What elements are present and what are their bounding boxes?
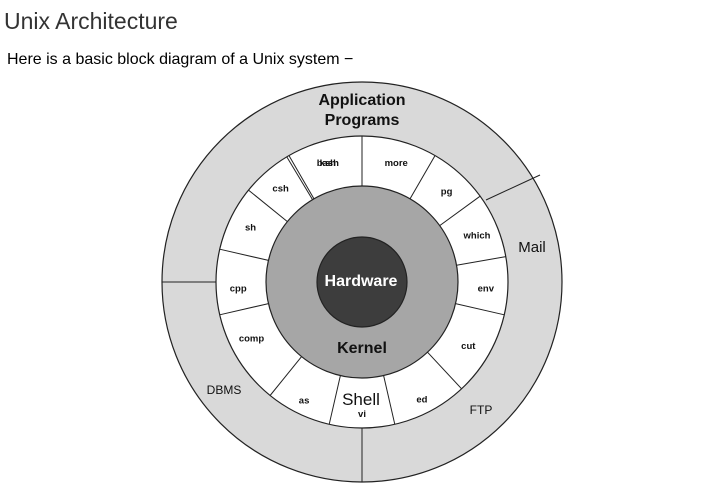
shell-command-as: as: [299, 396, 310, 407]
shell-command-dividers: [219, 136, 506, 425]
shell-command-bash: bash: [317, 158, 339, 169]
shell-divider: [286, 156, 314, 200]
shell-divider: [409, 155, 436, 200]
shell-divider: [328, 375, 341, 425]
dbms-label: DBMS: [207, 383, 242, 397]
shell-command-labels: bash more pg which env cut ed vi as comp cpp sh csh k…: [230, 158, 495, 420]
shell-divider: [288, 155, 315, 200]
intro-text: Here is a basic block diagram of a Unix …: [7, 51, 354, 68]
application-title-line-2: Programs: [325, 112, 400, 129]
mail-label: Mail: [518, 239, 546, 256]
hardware-label: Hardware: [325, 273, 398, 290]
shell-divider: [248, 189, 288, 222]
shell-command-vi: vi: [358, 409, 366, 420]
shell-command-sh: sh: [245, 223, 256, 234]
shell-command-ksh: ksh: [320, 158, 337, 169]
shell-divider: [439, 195, 481, 227]
hardware-circle: [316, 236, 408, 328]
shell-divider: [219, 248, 269, 261]
shell-divider: [269, 356, 302, 396]
shell-command-cpp: cpp: [230, 284, 247, 295]
shell-label: Shell: [342, 390, 380, 409]
shell-divider: [456, 256, 506, 266]
shell-command-pg: pg: [441, 186, 453, 197]
shell-command-cut: cut: [461, 341, 476, 352]
shell-divider: [219, 303, 269, 316]
kernel-label: Kernel: [337, 340, 387, 357]
outer-ring-divider-right: [485, 174, 541, 201]
shell-divider: [427, 351, 462, 390]
shell-command-ed: ed: [416, 395, 427, 406]
shell-command-more: more: [385, 158, 408, 169]
ftp-label: FTP: [470, 403, 493, 417]
application-title-line-1: Application: [318, 92, 405, 109]
shell-divider: [455, 303, 505, 316]
shell-divider: [383, 375, 396, 425]
shell-command-comp: comp: [239, 333, 265, 344]
shell-command-csh: csh: [272, 183, 289, 194]
page-title: Unix Architecture: [4, 8, 178, 34]
shell-command-which: which: [463, 231, 491, 242]
shell-command-env: env: [478, 284, 495, 295]
